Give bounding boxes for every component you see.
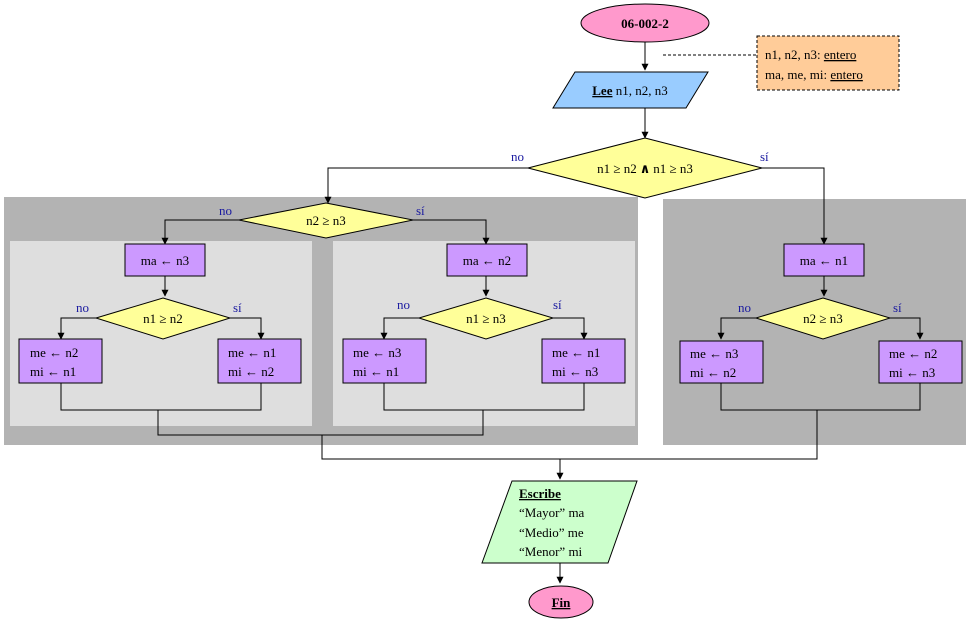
output-keyword: Escribe xyxy=(519,486,561,501)
decision-left-no: no xyxy=(219,203,232,218)
decision-left-yes: sí xyxy=(416,203,425,218)
decision-main-yes: sí xyxy=(760,149,769,164)
process-ma-n2: ma ← n2 xyxy=(446,243,528,277)
decision-left: n2 ≥ n3 no sí xyxy=(219,202,425,239)
svg-text:mi ← n3: mi ← n3 xyxy=(889,365,935,380)
process-r-no: me ← n3 mi ← n2 xyxy=(679,340,764,384)
process-lr-yes: me ← n1 mi ← n3 xyxy=(541,338,626,384)
decision-left-condition: n2 ≥ n3 xyxy=(306,213,346,228)
decision-main-condition: n1 ≥ n2∧n1 ≥ n3 xyxy=(597,161,693,176)
declaration-line-2: ma, me, mi: entero xyxy=(765,67,863,82)
svg-text:mi ← n2: mi ← n2 xyxy=(228,364,274,379)
decision-left-right-condition: n1 ≥ n3 xyxy=(466,311,506,326)
decision-right-no: no xyxy=(738,300,751,315)
decision-main-no: no xyxy=(511,149,524,164)
process-ll-yes: me ← n1 mi ← n2 xyxy=(217,338,302,384)
decision-right-condition: n2 ≥ n3 xyxy=(803,311,843,326)
svg-text:ma ← n1: ma ← n1 xyxy=(800,253,848,268)
end-label: Fin xyxy=(552,595,572,610)
svg-text:me ← n2: me ← n2 xyxy=(30,345,78,360)
output-line-3: “Menor” mi xyxy=(519,544,583,559)
svg-text:ma ← n3: ma ← n3 xyxy=(141,253,189,268)
svg-text:mi ← n1: mi ← n1 xyxy=(30,364,76,379)
decision-main: n1 ≥ n2∧n1 ≥ n3 no sí xyxy=(511,137,769,199)
decision-right-yes: sí xyxy=(893,300,902,315)
process-ma-n3: ma ← n3 xyxy=(124,243,206,277)
input-label: Lee n1, n2, n3 xyxy=(592,83,667,98)
decision-left-left-condition: n1 ≥ n2 xyxy=(143,311,183,326)
svg-text:me ← n3: me ← n3 xyxy=(690,346,738,361)
process-lr-no: me ← n3 mi ← n1 xyxy=(342,338,427,384)
svg-text:ma ← n2: ma ← n2 xyxy=(463,253,511,268)
svg-text:mi ← n1: mi ← n1 xyxy=(353,364,399,379)
svg-text:me ← n2: me ← n2 xyxy=(889,346,937,361)
decision-left-right-no: no xyxy=(397,297,410,312)
output-line-2: “Medio” me xyxy=(519,525,584,540)
connectors xyxy=(57,42,924,584)
decision-left-right-yes: sí xyxy=(553,297,562,312)
end-terminal: Fin xyxy=(528,585,594,619)
start-label: 06-002-2 xyxy=(621,16,669,31)
decision-left-right: n1 ≥ n3 no sí xyxy=(397,297,562,340)
svg-text:mi ← n2: mi ← n2 xyxy=(690,365,736,380)
input-read: Lee n1, n2, n3 xyxy=(552,71,709,109)
output-line-1: “Mayor” ma xyxy=(519,505,585,520)
svg-text:mi ← n3: mi ← n3 xyxy=(552,364,598,379)
svg-text:me ← n1: me ← n1 xyxy=(228,345,276,360)
process-ll-no: me ← n2 mi ← n1 xyxy=(18,338,103,384)
decision-left-left-no: no xyxy=(76,300,89,315)
output-write: Escribe “Mayor” ma “Medio” me “Menor” mi xyxy=(481,480,638,564)
svg-text:me ← n3: me ← n3 xyxy=(353,345,401,360)
process-r-yes: me ← n2 mi ← n3 xyxy=(878,340,963,384)
decision-left-left-yes: sí xyxy=(233,300,242,315)
start-terminal: 06-002-2 xyxy=(580,3,710,43)
svg-text:me ← n1: me ← n1 xyxy=(552,345,600,360)
process-ma-n1: ma ← n1 xyxy=(783,243,865,277)
decision-right: n2 ≥ n3 no sí xyxy=(738,297,902,340)
decision-left-left: n1 ≥ n2 no sí xyxy=(76,297,242,340)
declaration-line-1: n1, n2, n3: entero xyxy=(765,47,856,62)
declaration-note: n1, n2, n3: entero ma, me, mi: entero xyxy=(756,35,900,91)
